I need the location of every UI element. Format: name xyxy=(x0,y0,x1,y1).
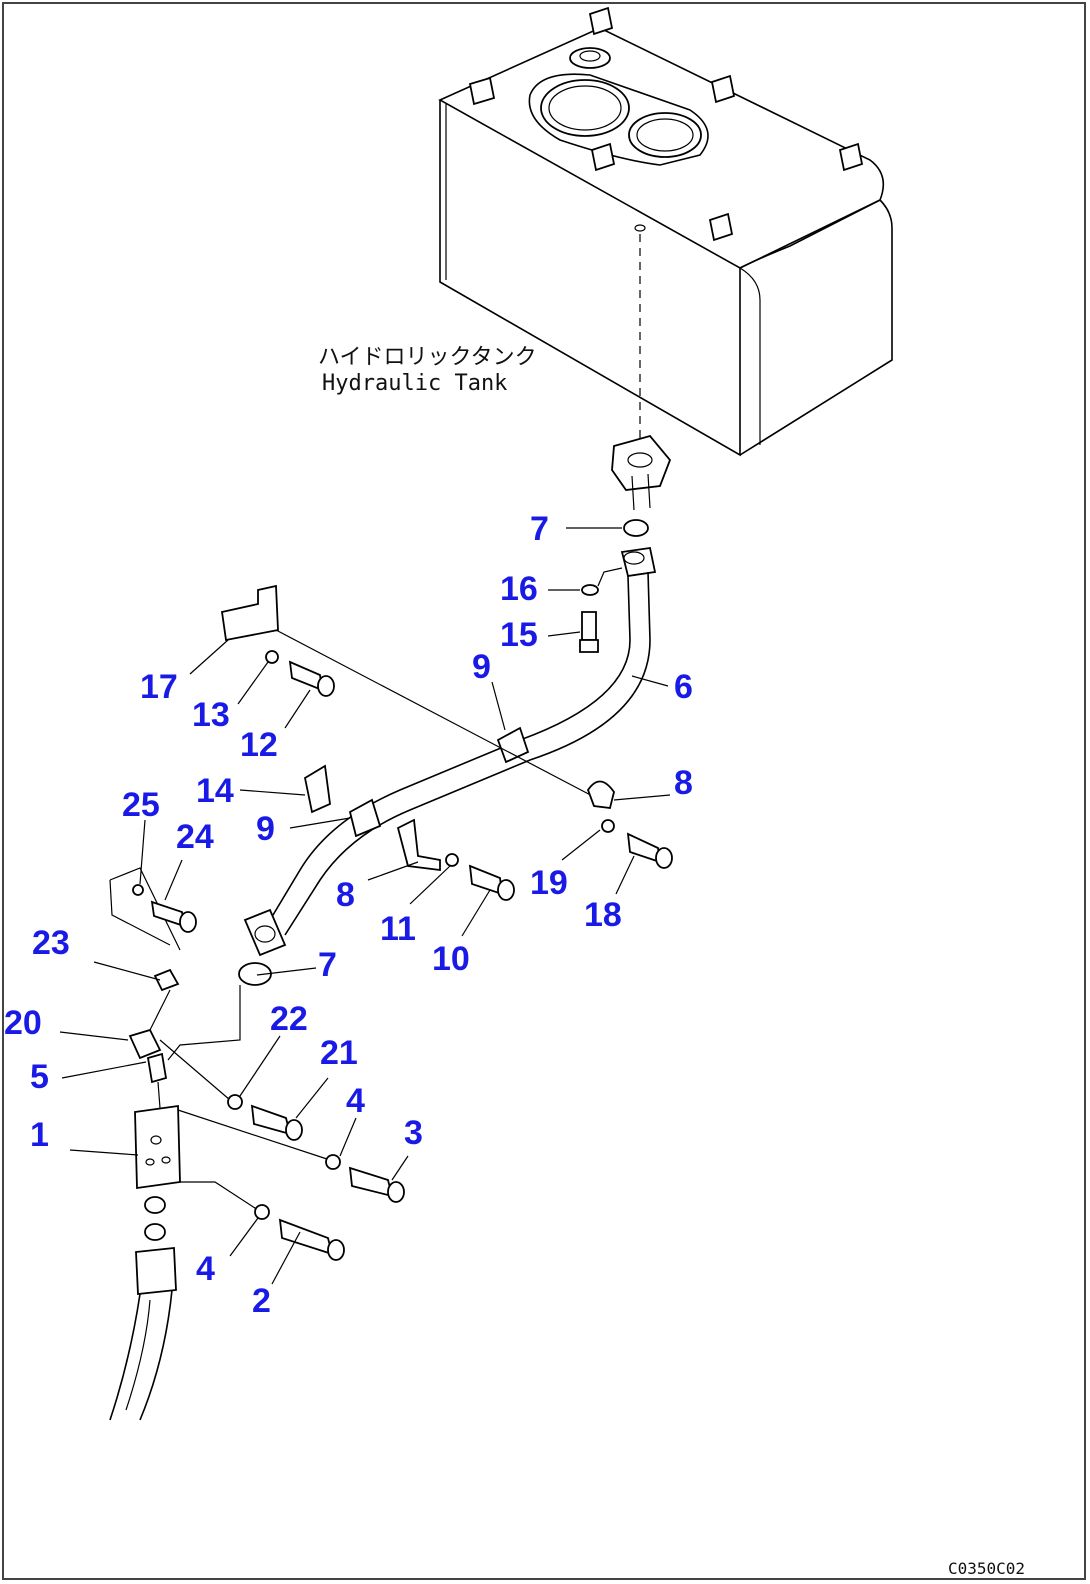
bracket-14 xyxy=(303,764,331,814)
callout-16: 16 xyxy=(500,570,538,608)
callout-7-lower: 7 xyxy=(318,946,337,984)
callout-6: 6 xyxy=(674,668,693,706)
callout-9-top: 9 xyxy=(472,648,491,686)
callout-15: 15 xyxy=(500,616,538,654)
callout-23: 23 xyxy=(32,924,70,962)
tank-label-jp: ハイドロリックタンク xyxy=(318,345,537,370)
callout-14: 14 xyxy=(196,772,234,810)
callout-22: 22 xyxy=(270,1000,308,1038)
suction-pipe xyxy=(243,546,657,957)
callout-5: 5 xyxy=(30,1058,49,1096)
hydraulic-tank xyxy=(438,6,893,457)
o-ring-top xyxy=(623,519,649,537)
callout-20: 20 xyxy=(4,1004,42,1042)
callout-13: 13 xyxy=(192,696,230,734)
callout-25: 25 xyxy=(122,786,160,824)
callout-3: 3 xyxy=(404,1114,423,1152)
callout-17: 17 xyxy=(140,668,178,706)
callout-7-top: 7 xyxy=(530,510,549,548)
leader-lines xyxy=(59,527,671,1285)
callout-labels: 7 16 15 6 9 17 13 12 14 8 25 24 9 8 11 1… xyxy=(4,510,693,1320)
callout-10: 10 xyxy=(432,940,470,978)
callout-12: 12 xyxy=(240,726,278,764)
callout-9-lower: 9 xyxy=(256,810,275,848)
callout-18: 18 xyxy=(584,896,622,934)
callout-4-lower: 4 xyxy=(196,1250,215,1288)
callout-19: 19 xyxy=(530,864,568,902)
callout-21: 21 xyxy=(320,1034,358,1072)
valve-block-assembly xyxy=(109,968,405,1421)
callout-11: 11 xyxy=(380,910,416,948)
bracket-17 xyxy=(220,584,279,642)
drawing-code: C0350C02 xyxy=(948,1559,1025,1578)
tank-label-en: Hydraulic Tank xyxy=(322,371,507,396)
callout-1: 1 xyxy=(30,1116,49,1154)
callout-4-upper: 4 xyxy=(346,1082,365,1120)
callout-24: 24 xyxy=(176,818,214,856)
callout-8-lower: 8 xyxy=(336,876,355,914)
callout-2: 2 xyxy=(252,1282,271,1320)
tank-outlet-flange xyxy=(611,434,672,511)
o-ring-lower xyxy=(238,962,272,986)
callout-8-right: 8 xyxy=(674,764,693,802)
